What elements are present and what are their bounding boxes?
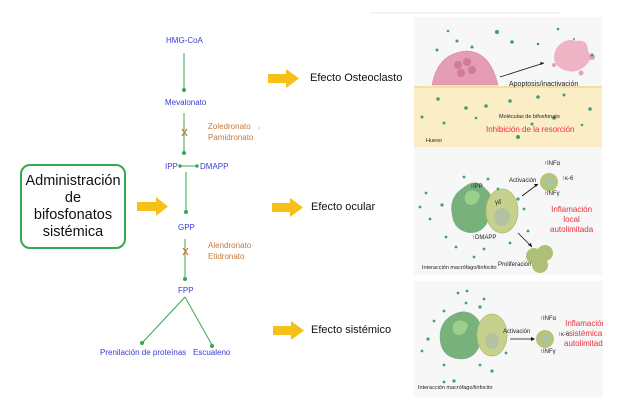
il6-text: κ-6 xyxy=(561,332,570,338)
inhibition-label: Inhibición de la resorción xyxy=(486,125,575,134)
bone-label: Hueso xyxy=(426,138,442,144)
drug-alendronato: Alendronato xyxy=(208,241,252,250)
node-mevalonato: Mevalonato xyxy=(165,98,207,107)
administration-line-1: Administración de xyxy=(25,172,121,206)
activation-label: Activación xyxy=(509,178,537,184)
inf-alpha-text: INFα xyxy=(547,161,561,167)
activation-label: Activación xyxy=(503,329,531,335)
inhibition-x-1 xyxy=(181,128,188,137)
administration-line-3: sistémica xyxy=(42,223,104,240)
node-fpp: FPP xyxy=(178,286,194,295)
administration-line-2: bifosfonatos xyxy=(33,206,113,223)
apoptotic-cell xyxy=(554,40,591,72)
systemic-caption: Interacción macrófago/linfocito xyxy=(418,385,493,391)
il6-label: ↑κ-6 xyxy=(562,176,574,182)
drug-pamidronato: Pamidronato xyxy=(208,133,254,142)
arrowhead xyxy=(182,151,186,155)
ipp-up-label: ↑IPP xyxy=(470,184,483,190)
dmapp-label: DMAPP xyxy=(475,235,497,241)
inf-gamma-label: ↑INFγ xyxy=(544,191,560,197)
ocular-illustration xyxy=(418,173,558,273)
effect-arrow-osteoclast xyxy=(268,69,299,88)
outcome-line-1: Inflamación xyxy=(565,319,603,328)
effect-osteoclast-label: Efecto Osteoclasto xyxy=(310,72,403,84)
apoptosis-label: Apoptosis/inactivación xyxy=(509,81,579,88)
effect-ocular-label: Efecto ocular xyxy=(311,201,376,213)
effect-arrow-ocular xyxy=(272,198,303,217)
panel-ocular: ↑IPP ↑DMAPP γδ Activación Proliferación … xyxy=(414,147,602,275)
panel-systemic: Activación ↑INFα ↑κ-6 ↑INFγ Inflamación … xyxy=(414,281,603,397)
node-prenilacion: Prenilación de proteínas xyxy=(100,348,187,357)
effect-systemic-label: Efecto sistémico xyxy=(311,324,392,336)
inhibitor-group-1: Zoledronato Pamidronato xyxy=(208,121,253,143)
outcome-local: Inflamación local autolimitada xyxy=(550,205,593,235)
osteoclast-cell xyxy=(431,50,499,86)
molecules-label: Moléculas de bifosfonato xyxy=(499,114,560,120)
systemic-illustration xyxy=(420,289,554,384)
administration-box: Administración de bifosfonatos sistémica xyxy=(20,164,126,249)
il6-text: κ-6 xyxy=(565,176,574,182)
proliferating-cells xyxy=(526,245,553,273)
ocular-caption: Interacción macrófago/linfocito xyxy=(422,265,497,271)
inf-alpha-label: ↑INFα xyxy=(544,161,561,167)
ipp-label: IPP xyxy=(473,184,483,190)
main-arrow xyxy=(137,197,168,216)
inf-gamma-label: ↑INFγ xyxy=(540,349,556,355)
outcome-line-1: Inflamación xyxy=(551,205,593,214)
administration-text: Administración de bifosfonatos sistémica xyxy=(22,173,124,241)
node-ipp: IPP xyxy=(165,162,178,171)
bone-region xyxy=(414,87,602,147)
dmapp-up-label: ↑DMAPP xyxy=(472,235,497,241)
bisphosphonate-molecules xyxy=(420,27,594,139)
inhibition-x-2 xyxy=(182,247,189,256)
gamma-delta-label: γδ xyxy=(495,200,502,206)
outcome-line-3: autolimitada xyxy=(564,339,603,348)
osteoclast-illustration xyxy=(414,27,602,147)
macrophage-cell xyxy=(451,182,493,233)
node-escualeno: Escualeno xyxy=(193,348,231,357)
outcome-line-2: sistémica xyxy=(568,329,603,338)
macrophage-cell xyxy=(439,311,483,360)
drug-zoledronato: Zoledronato xyxy=(208,122,251,131)
node-gpp: GPP xyxy=(178,223,195,232)
outcome-systemic: Inflamación sistémica autolimitada xyxy=(564,319,603,349)
panel-osteoclast: Apoptosis/inactivación Moléculas de bifo… xyxy=(414,17,602,147)
arrowhead xyxy=(182,88,186,92)
inhibitor-group-2: Alendronato Etidronato xyxy=(208,240,251,262)
drug-etidronato: Etidronato xyxy=(208,252,245,261)
inf-gamma-text: INFγ xyxy=(547,191,560,197)
node-hmg-coa: HMG-CoA xyxy=(166,36,203,45)
effect-arrow-systemic xyxy=(273,321,304,340)
inf-alpha-label: ↑INFα xyxy=(540,316,557,322)
outcome-line-3: autolimitada xyxy=(550,225,594,234)
inf-alpha-text: INFα xyxy=(543,316,557,322)
il6-label: ↑κ-6 xyxy=(558,332,570,338)
outcome-line-2: local xyxy=(563,215,580,224)
node-dmapp: DMAPP xyxy=(200,162,229,171)
proliferation-label: Proliferación xyxy=(498,262,532,268)
inf-gamma-text: INFγ xyxy=(543,349,556,355)
